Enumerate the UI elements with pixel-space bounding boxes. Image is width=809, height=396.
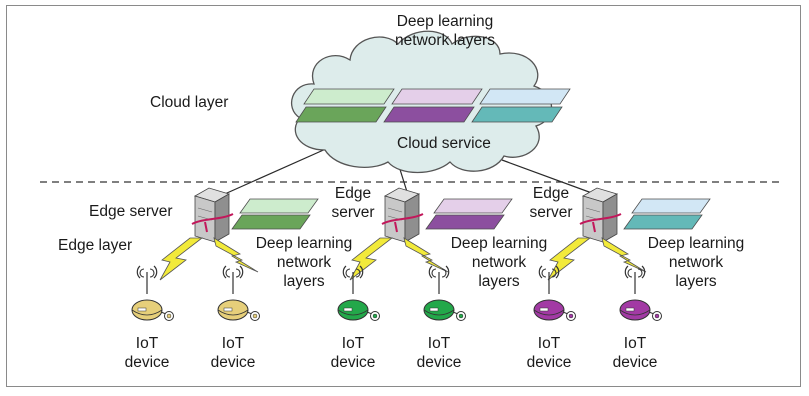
iot-label-5a: IoT bbox=[537, 335, 561, 352]
edge-network-layers-2 bbox=[425, 198, 513, 230]
iot-label-3b: device bbox=[330, 354, 376, 371]
iot-label-2a: IoT bbox=[221, 335, 245, 352]
edge-server-label-2a: Edge bbox=[334, 185, 372, 202]
edge-network-layers-3 bbox=[623, 198, 711, 230]
iot-device-icon bbox=[131, 265, 174, 321]
iot-label-5b: device bbox=[526, 354, 572, 371]
iot-device-icon bbox=[533, 265, 576, 321]
edge-dl-label-1a: Deep learning bbox=[255, 235, 353, 252]
edge-network-layers-1 bbox=[231, 198, 319, 230]
edge-server-label-1: Edge server bbox=[89, 203, 173, 220]
cloud-layer-green bbox=[295, 88, 395, 123]
edge-dl-label-2c: layers bbox=[478, 273, 520, 290]
iot-label-6a: IoT bbox=[623, 335, 647, 352]
lightning-icon bbox=[601, 237, 647, 273]
iot-label-4a: IoT bbox=[427, 335, 451, 352]
edge-server-2 bbox=[381, 187, 424, 243]
edge-dl-label-2a: Deep learning bbox=[450, 235, 548, 252]
lightning-icon bbox=[349, 237, 394, 281]
lightning-icon bbox=[213, 237, 259, 273]
iot-device-icon bbox=[337, 265, 380, 321]
link-cloud-edge-1 bbox=[217, 147, 329, 198]
iot-device-icon bbox=[217, 265, 260, 321]
edge-server-label-3b: server bbox=[529, 204, 573, 221]
edge-server-3 bbox=[579, 187, 622, 243]
edge-dl-label-1c: layers bbox=[283, 273, 325, 290]
cloud-layer-label: Cloud layer bbox=[150, 94, 229, 111]
edge-server-1 bbox=[191, 187, 234, 243]
edge-server-label-3a: Edge bbox=[532, 185, 570, 202]
iot-label-1b: device bbox=[124, 354, 170, 371]
edge-dl-label-3b: network bbox=[668, 254, 724, 271]
cloud-layer-purple bbox=[383, 88, 483, 123]
lightning-icon bbox=[159, 237, 204, 281]
iot-device-icon bbox=[423, 265, 466, 321]
iot-devices bbox=[131, 265, 662, 321]
cloud-title-line1: Deep learning bbox=[396, 13, 494, 30]
cloud-layer-blue bbox=[471, 88, 571, 123]
edge-dl-label-3a: Deep learning bbox=[647, 235, 745, 252]
iot-label-3a: IoT bbox=[341, 335, 365, 352]
cloud-service-label: Cloud service bbox=[397, 135, 491, 152]
link-cloud-edge-3 bbox=[501, 159, 601, 197]
iot-label-6b: device bbox=[612, 354, 658, 371]
edge-dl-label-3c: layers bbox=[675, 273, 717, 290]
cloud-title-line2: network layers bbox=[395, 32, 495, 49]
edge-dl-label-1b: network bbox=[276, 254, 332, 271]
diagram-frame bbox=[6, 5, 801, 387]
lightning-icon bbox=[403, 237, 449, 273]
iot-label-1a: IoT bbox=[135, 335, 159, 352]
edge-dl-label-2b: network bbox=[471, 254, 527, 271]
edge-server-label-2b: server bbox=[331, 204, 375, 221]
iot-label-2b: device bbox=[210, 354, 256, 371]
iot-device-icon bbox=[619, 265, 662, 321]
iot-label-4b: device bbox=[416, 354, 462, 371]
cloud-network-layers bbox=[295, 88, 571, 123]
edge-layer-label: Edge layer bbox=[58, 237, 133, 254]
